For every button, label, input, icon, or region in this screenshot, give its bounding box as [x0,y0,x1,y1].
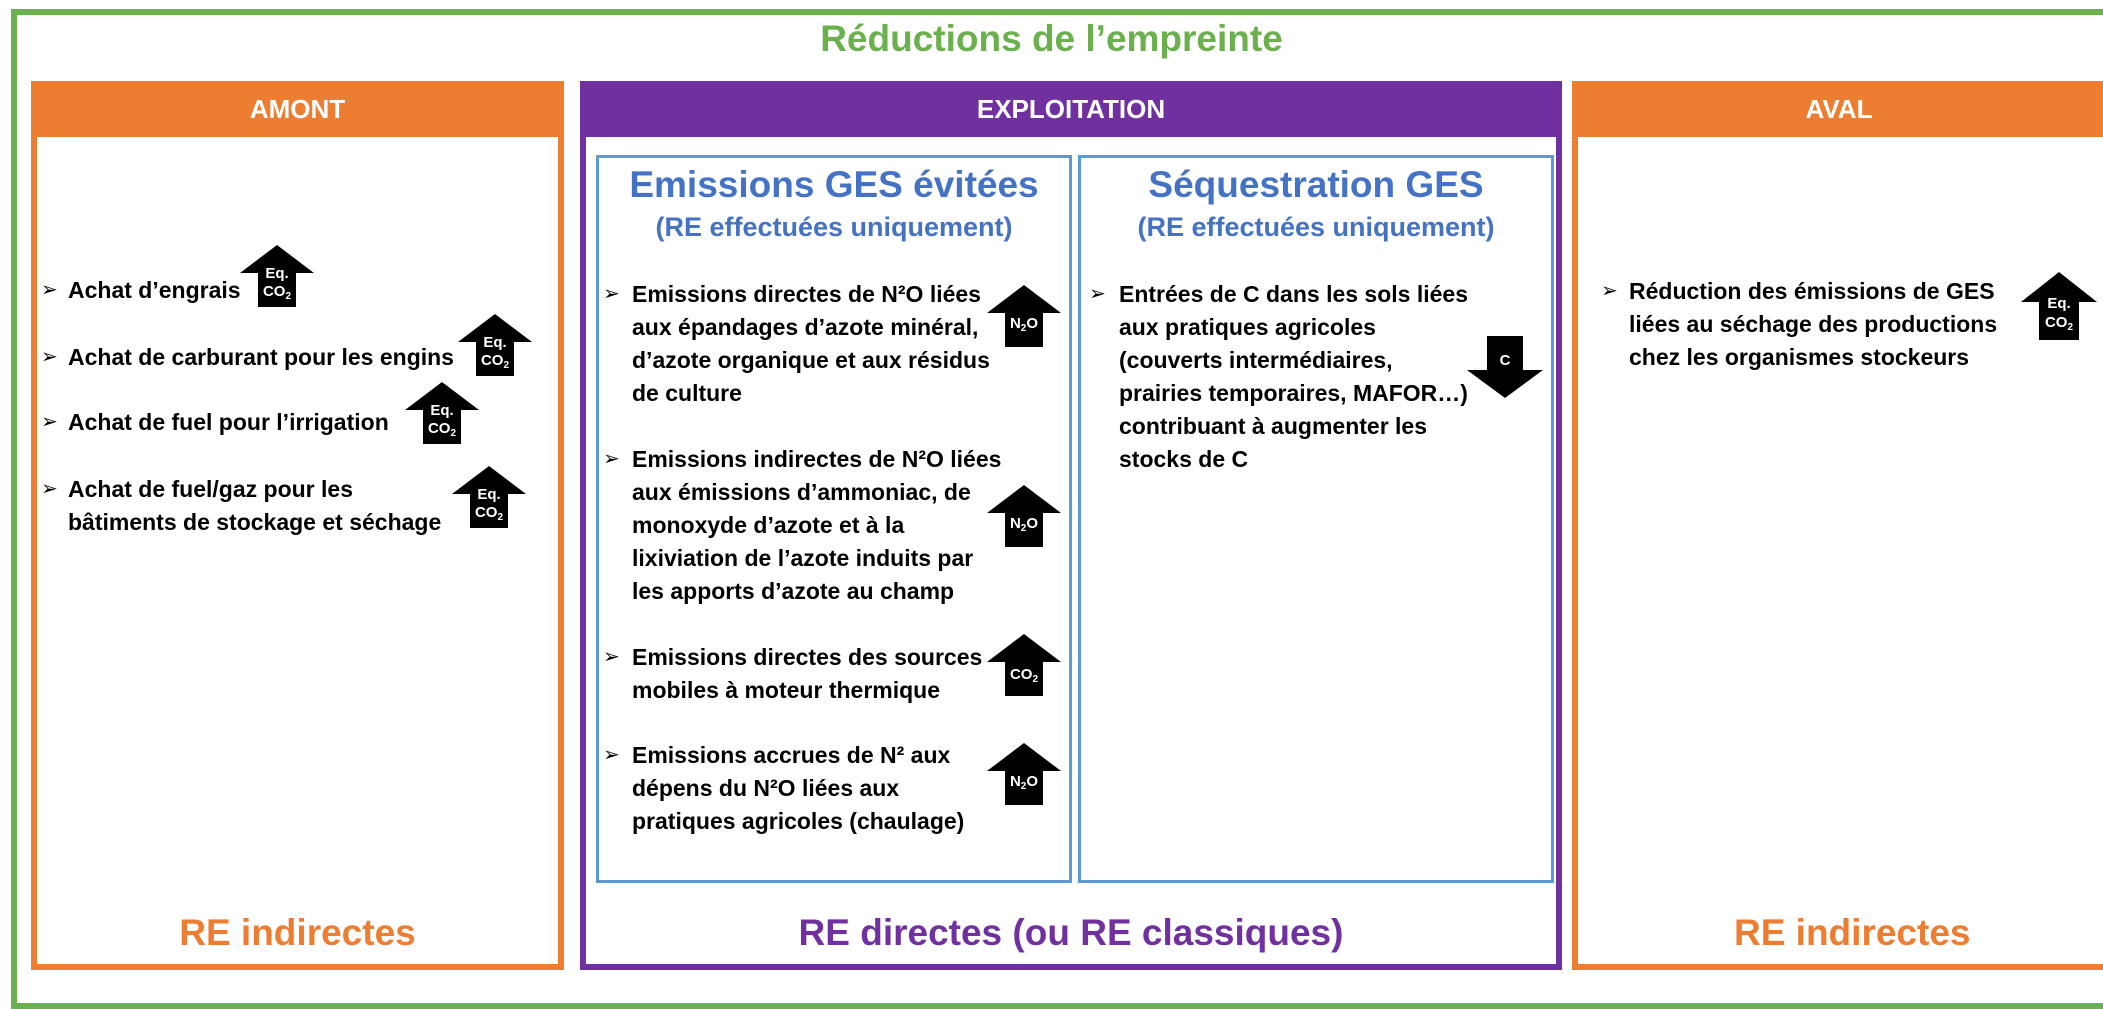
amont-item-fuel-gaz-line2: bâtiments de stockage et séchage [68,509,442,535]
sequestration-item-l1: Entrées de C dans les sols liées [1119,281,1468,307]
column-amont-footer: RE indirectes [179,912,416,953]
column-exploitation-header: EXPLOITATION [580,81,1562,137]
emissions-title: Emissions GES évitées [629,164,1039,205]
sequestration-item-l4: prairies temporaires, MAFOR…) [1119,380,1468,406]
bullet-icon: ➢ [603,646,620,668]
column-aval-header: AVAL [1572,81,2103,137]
emission-item-3-l2: mobiles à moteur thermique [632,677,941,703]
bullet-icon: ➢ [603,744,620,766]
column-exploitation-footer: RE directes (ou RE classiques) [798,912,1344,953]
eq-co2-up-arrow-icon: Eq. CO2 [405,382,479,444]
emissions-subtitle: (RE effectuées uniquement) [655,212,1013,242]
bullet-icon: ➢ [1601,280,1618,302]
sequestration-title: Séquestration GES [1148,164,1484,205]
bullet-icon: ➢ [41,346,58,368]
column-aval: AVAL ➢ Réduction des émissions de GES li… [1572,81,2103,970]
emission-item-1-l4: de culture [632,380,742,406]
emission-item-1-l2: aux épandages d’azote minéral, [632,314,979,340]
column-amont-header: AMONT [31,81,564,137]
emission-item-1-l3: d’azote organique et aux résidus [632,347,990,373]
emission-item-3-l1: Emissions directes des sources [632,644,983,670]
n2o-up-arrow-icon: N2O [987,285,1061,347]
bullet-icon: ➢ [41,279,58,301]
emission-item-4-l2: dépens du N²O liées aux [632,775,900,801]
emission-item-2-l3: monoxyde d’azote et à la [632,512,905,538]
emission-item-2-l2: aux émissions d’ammoniac, de [632,479,971,505]
emission-item-2-l1: Emissions indirectes de N²O liées [632,446,1002,472]
amont-item-carburant: Achat de carburant pour les engins [68,344,454,370]
page-title: Réductions de l’empreinte [820,18,1283,59]
emission-item-4-l3: pratiques agricoles (chaulage) [632,808,965,834]
emission-item-1-l1: Emissions directes de N²O liées [632,281,981,307]
column-aval-footer: RE indirectes [1734,912,1971,953]
eq-co2-up-arrow-icon: Eq. CO2 [2021,272,2097,340]
bullet-icon: ➢ [41,478,58,500]
c-down-arrow-icon: C [1467,336,1543,398]
sequestration-item-l2: aux pratiques agricoles [1119,314,1376,340]
eq-co2-up-arrow-icon: Eq. CO2 [452,466,526,528]
amont-item-fuel-gaz-line1: Achat de fuel/gaz pour les [68,476,353,502]
amont-item-fuel-irrigation: Achat de fuel pour l’irrigation [68,409,389,435]
n2o-up-arrow-icon: N2O [987,743,1061,805]
amont-item-engrais: Achat d’engrais [68,277,241,303]
eq-co2-up-arrow-icon: Eq. CO2 [240,245,314,307]
co2-up-arrow-icon: CO2 [987,634,1061,696]
bullet-icon: ➢ [603,448,620,470]
emissions-box: Emissions GES évitées (RE effectuées uni… [596,155,1072,883]
emission-item-4-l1: Emissions accrues de N² aux [632,742,951,768]
emission-item-2-l5: les apports d’azote au champ [632,578,955,604]
sequestration-subtitle: (RE effectuées uniquement) [1137,212,1495,242]
n2o-up-arrow-icon: N2O [987,485,1061,547]
bullet-icon: ➢ [1089,283,1106,305]
bullet-icon: ➢ [603,283,620,305]
sequestration-item-l6: stocks de C [1119,446,1249,472]
sequestration-item-l3: (couverts intermédiaires, [1119,347,1393,373]
bullet-icon: ➢ [41,411,58,433]
aval-item-l1: Réduction des émissions de GES [1629,278,1995,304]
sequestration-box: Séquestration GES (RE effectuées uniquem… [1078,155,1554,883]
emission-item-2-l4: lixiviation de l’azote induits par [632,545,974,571]
column-amont: AMONT ➢ Achat d’engrais ➢ Achat de carbu… [31,81,564,970]
eq-co2-up-arrow-icon: Eq. CO2 [458,314,532,376]
aval-item-l2: liées au séchage des productions [1629,311,1998,337]
aval-item-l3: chez les organismes stockeurs [1629,344,1970,370]
sequestration-item-l5: contribuant à augmenter les [1119,413,1428,439]
column-exploitation: EXPLOITATION Emissions GES évitées (RE e… [580,81,1562,970]
